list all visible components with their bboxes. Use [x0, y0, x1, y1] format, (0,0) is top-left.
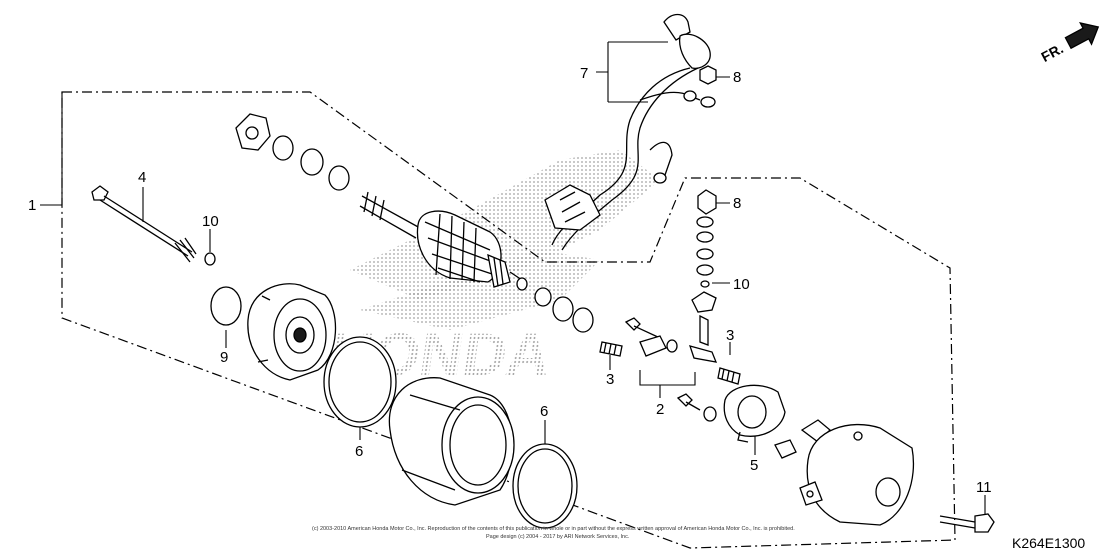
callout-4: 4	[138, 169, 146, 186]
callout-11: 11	[976, 479, 992, 496]
callout-2: 2	[656, 401, 664, 418]
callout-10-left: 10	[202, 213, 219, 230]
gasket-ring-right	[512, 443, 578, 529]
diagram-code: K264E1300	[1012, 535, 1085, 551]
brush-holder	[723, 384, 831, 459]
shims-armature	[534, 287, 594, 333]
front-cover	[247, 283, 337, 381]
callout-1: 1	[28, 197, 36, 214]
arrow-right-icon	[1064, 22, 1100, 50]
callout-3-right: 3	[726, 327, 734, 344]
callout-5: 5	[750, 457, 758, 474]
shims-top	[272, 135, 350, 191]
callout-7: 7	[580, 65, 588, 82]
copyright-line-1: (c) 2003-2010 American Honda Motor Co., …	[312, 526, 795, 532]
callout-8-top: 8	[733, 69, 741, 86]
copyright-line-2: Page design (c) 2004 - 2017 by ARI Netwo…	[486, 534, 630, 540]
starter-cable	[544, 13, 711, 251]
front-direction-label: FR.	[1038, 40, 1065, 65]
brush-plate-small	[235, 113, 271, 151]
gasket-ring-left	[323, 336, 397, 428]
callout-9: 9	[220, 349, 228, 366]
washer-left	[204, 252, 216, 266]
rear-cover	[799, 423, 915, 526]
callout-6-right: 6	[540, 403, 548, 420]
callout-6-left: 6	[355, 443, 363, 460]
armature	[359, 191, 528, 291]
callout-8-bottom: 8	[733, 195, 741, 212]
yoke-housing	[388, 377, 515, 506]
callout-10-right: 10	[733, 276, 750, 293]
rear-bolt	[939, 513, 995, 533]
lead-lines	[40, 41, 986, 520]
through-bolt	[91, 185, 197, 263]
terminal-hardware-stack	[691, 65, 717, 313]
callout-3: 3	[606, 371, 614, 388]
terminal-set	[624, 314, 718, 422]
stud-bolts	[599, 341, 741, 385]
callout-labels: 1 2 3 3 4 5 6 6 7 8 8 9 10 10 11	[28, 65, 992, 496]
front-direction-indicator: FR.	[1038, 22, 1100, 65]
o-ring	[210, 286, 242, 326]
